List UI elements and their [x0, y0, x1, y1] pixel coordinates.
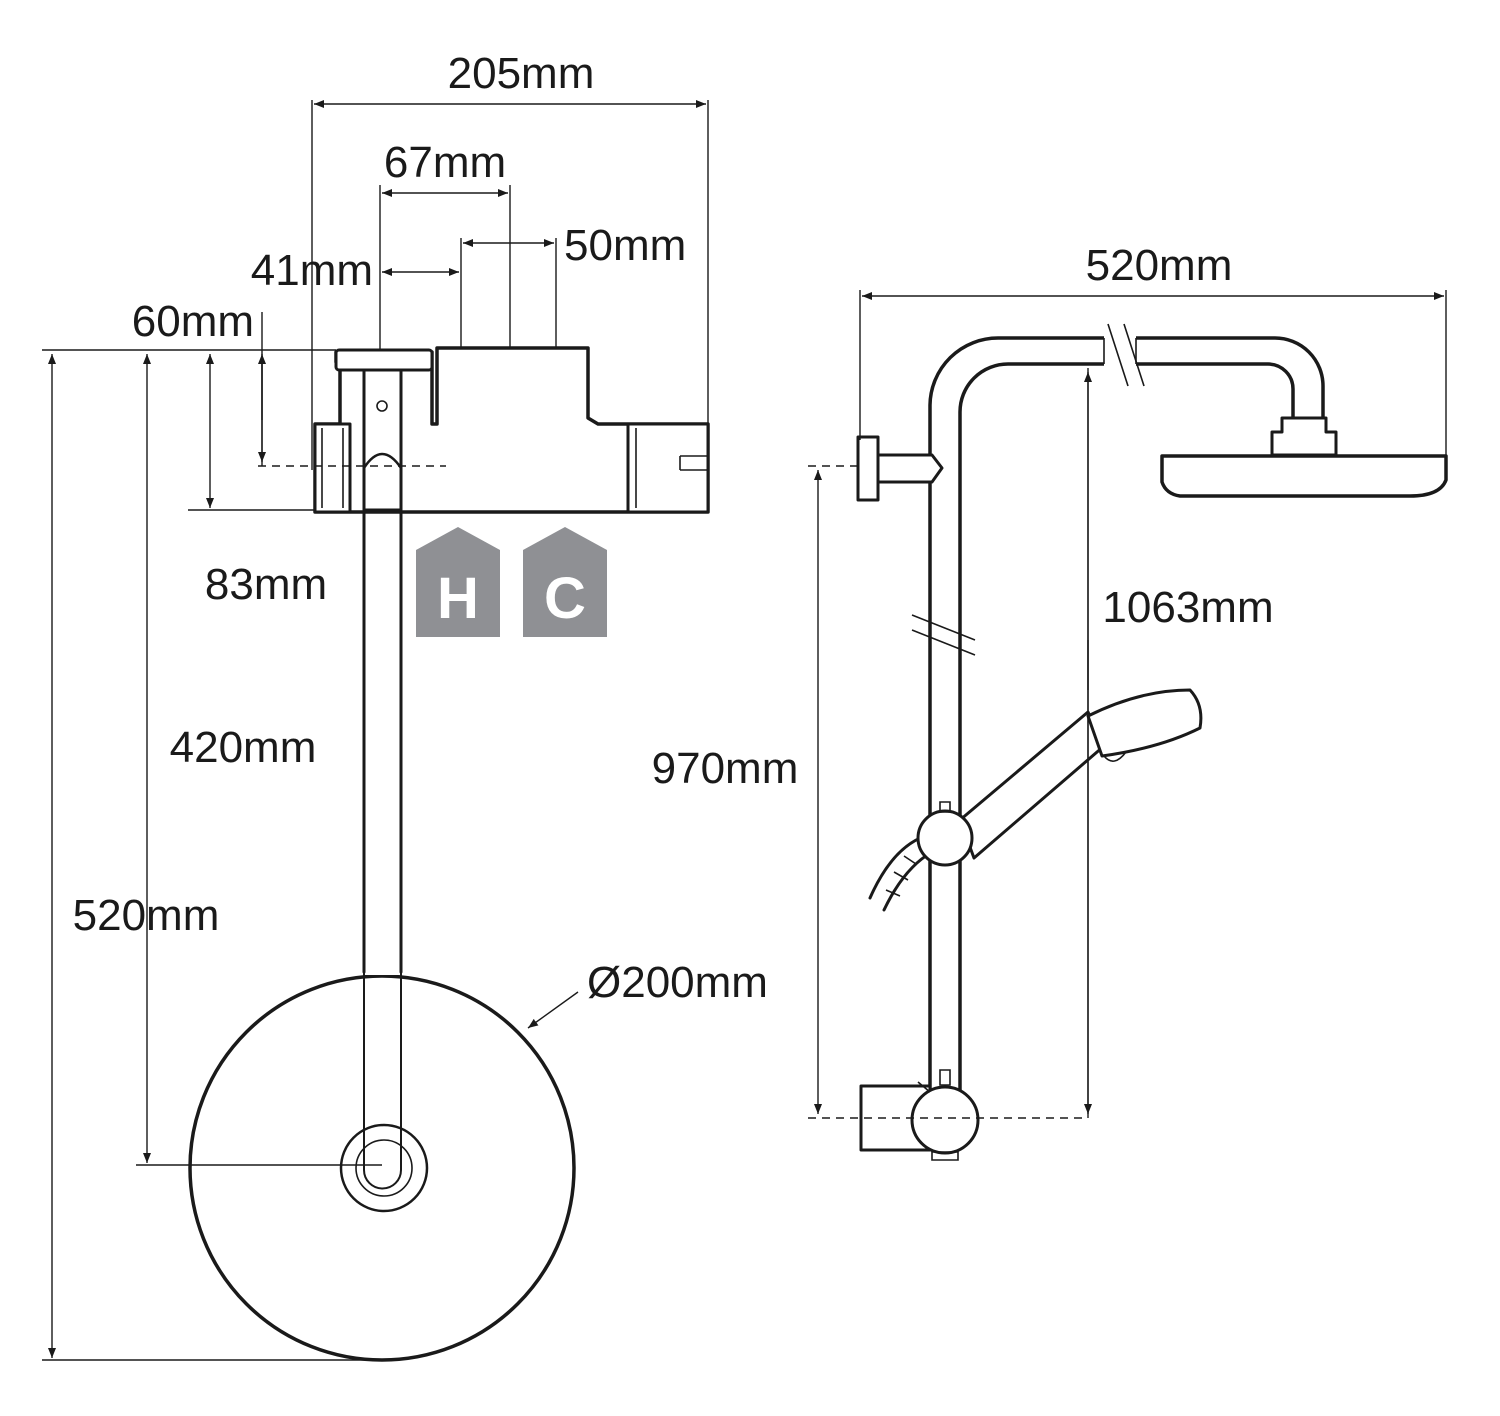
rail-break-mark	[911, 614, 976, 656]
head-connector-outer	[339, 1123, 429, 1213]
dim-diameter-leader	[527, 991, 579, 1029]
right-control-knob	[626, 422, 710, 514]
slider-knob	[916, 809, 974, 867]
diverter-arc	[362, 452, 403, 469]
diverter-stem	[362, 366, 403, 512]
arm-break-mark	[1107, 323, 1145, 387]
label-205mm: 205mm	[448, 49, 595, 98]
front-view: H C 205mm 67mm 50mm 41mm 60mm 83mm 420mm…	[42, 49, 768, 1362]
riser-pipe-bottom	[363, 971, 402, 1190]
riser-rail-inner	[958, 362, 1295, 1102]
handset-handle	[958, 710, 1106, 860]
cold-badge-label: C	[544, 566, 586, 631]
hot-badge: H	[416, 527, 500, 637]
riser-rail-outer	[928, 336, 1325, 1102]
hot-badge-label: H	[437, 566, 479, 631]
label-60mm: 60mm	[132, 297, 254, 346]
label-50mm: 50mm	[564, 221, 686, 270]
head-connector	[1270, 416, 1338, 457]
label-970mm: 970mm	[652, 744, 799, 793]
label-diameter: Ø200mm	[587, 958, 768, 1007]
left-control-knob	[313, 422, 352, 514]
head-connector-inner	[355, 1139, 413, 1197]
bottom-collar	[910, 1085, 980, 1155]
handset-head	[1086, 688, 1203, 758]
label-1063mm: 1063mm	[1102, 583, 1273, 632]
label-520mm-side: 520mm	[1086, 241, 1233, 290]
label-67mm: 67mm	[384, 138, 506, 187]
top-cap	[334, 348, 434, 372]
side-view: 520mm 1063mm 970mm	[652, 241, 1448, 1161]
label-520mm-front: 520mm	[73, 891, 220, 940]
side-shower-head	[1160, 454, 1448, 498]
label-83mm: 83mm	[205, 560, 327, 609]
label-41mm: 41mm	[251, 246, 373, 295]
shower-head-disc	[188, 974, 576, 1362]
cold-badge: C	[523, 527, 607, 637]
label-420mm: 420mm	[170, 723, 317, 772]
wall-bracket-top	[856, 435, 880, 502]
